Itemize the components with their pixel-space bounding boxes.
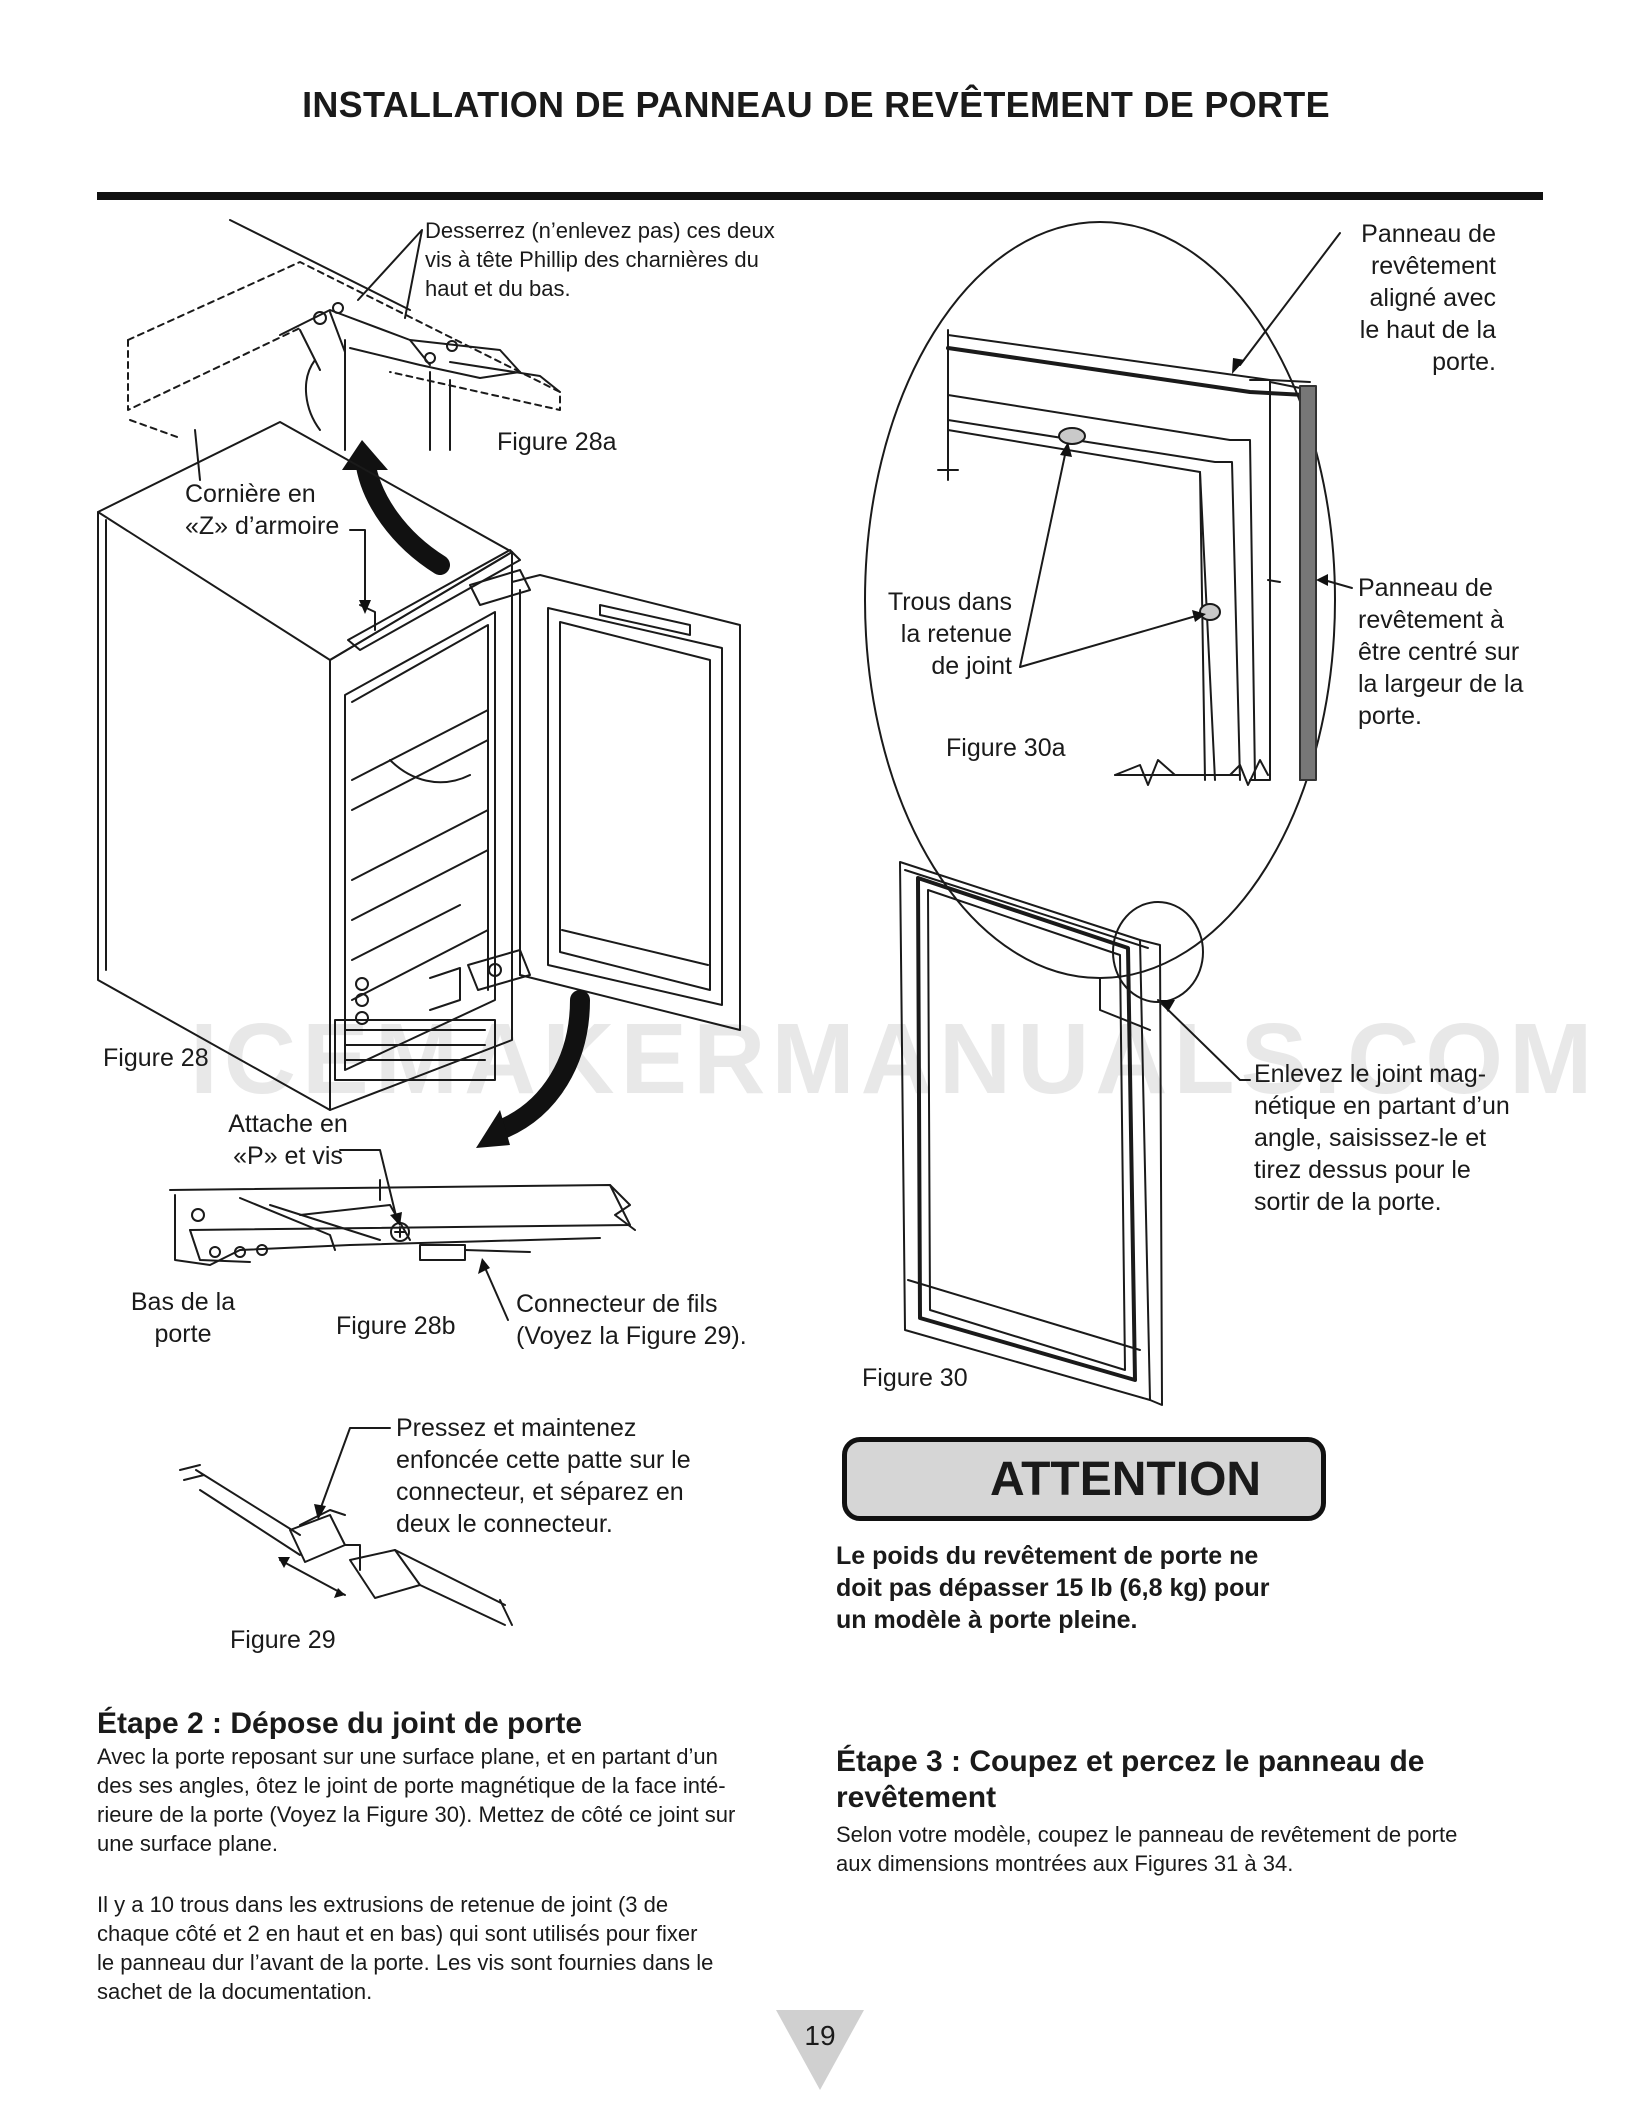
panel-aligned-label: Panneau de revêtement aligné avec le hau…: [1359, 220, 1496, 376]
figure-28b-bottom-hinge: [169, 1179, 636, 1266]
gasket-holes-label: Trous dans la retenue de joint: [887, 588, 1012, 680]
wire-connector-label: Connecteur de fils (Voyez la Figure 29).: [516, 1290, 747, 1350]
figure-30-door: [899, 861, 1204, 1406]
figure-30-caption: Figure 30: [862, 1364, 968, 1392]
title-rule: [97, 192, 1543, 200]
loosen-screws-note: Desserrez (n’enlevez pas) ces deux vis à…: [425, 218, 775, 301]
arrow-up-icon: [355, 450, 450, 575]
step-2-heading: Étape 2 : Dépose du joint de porte: [97, 1707, 583, 1740]
page-number: 19: [804, 2020, 836, 2051]
page-number-badge: [776, 2010, 864, 2090]
figure-28-caption: Figure 28: [103, 1044, 209, 1072]
p-clip-label: Attache en «P» et vis: [228, 1110, 348, 1170]
attention-label: ATTENTION: [990, 1453, 1262, 1506]
attention-text: Le poids du revêtement de porte ne doit …: [836, 1542, 1270, 1634]
figure-28a-caption: Figure 28a: [497, 428, 617, 456]
connector-tab-note: Pressez et maintenez enfoncée cette patt…: [396, 1414, 691, 1538]
page-title: INSTALLATION DE PANNEAU DE REVÊTEMENT DE…: [302, 84, 1330, 125]
attention-box: [842, 1437, 1326, 1521]
panel-centered-label: Panneau de revêtement à être centré sur …: [1358, 574, 1524, 730]
step-3-heading: Étape 3 : Coupez et percez le panneau de…: [836, 1745, 1425, 1814]
figure-30a-caption: Figure 30a: [946, 734, 1066, 762]
figure-29-wire-connector: [179, 1464, 513, 1626]
step-3-paragraph: Selon votre modèle, coupez le panneau de…: [836, 1822, 1458, 1876]
figure-28b-caption: Figure 28b: [336, 1312, 456, 1340]
door-bottom-label: Bas de la porte: [130, 1288, 236, 1348]
figure-28-cabinet: [97, 421, 741, 1111]
step-2-paragraph-1: Avec la porte reposant sur une surface p…: [97, 1744, 736, 1856]
figure-29-caption: Figure 29: [230, 1626, 336, 1654]
figure-28a-top-hinge: [127, 219, 561, 481]
remove-gasket-note: Enlevez le joint mag- nétique en partant…: [1254, 1060, 1510, 1216]
figure-30a-magnified-corner: [864, 221, 1336, 1031]
step-2-paragraph-2: Il y a 10 trous dans les extrusions de r…: [97, 1892, 714, 2004]
arrow-down-icon: [490, 990, 590, 1140]
z-bar-label: Cornière en «Z» d’armoire: [185, 480, 340, 540]
